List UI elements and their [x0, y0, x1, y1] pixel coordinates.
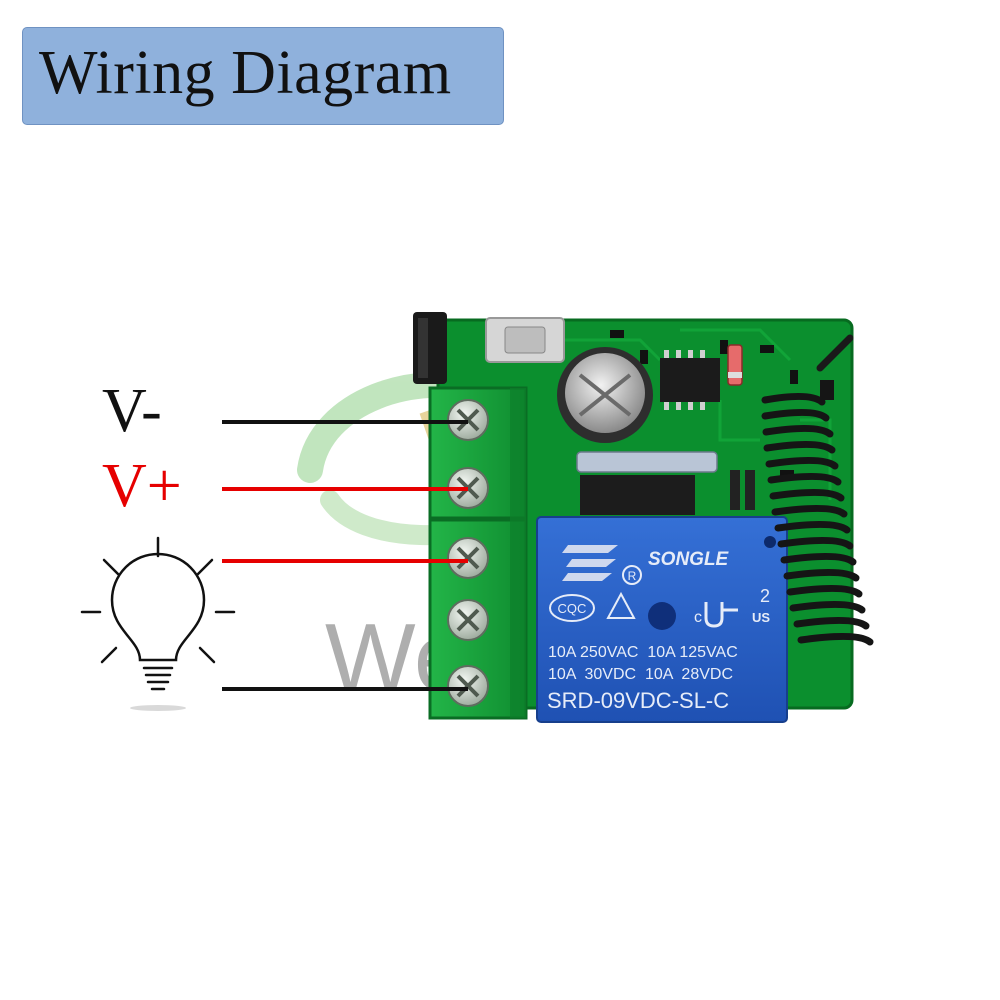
ur-mark-icon — [704, 602, 738, 628]
terminal-screw-3 — [447, 537, 489, 579]
svg-text:R: R — [628, 569, 637, 583]
relay-model: SRD-09VDC-SL-C — [547, 688, 729, 713]
relay-rating-2: 10A 30VDC 10A 28VDC — [548, 666, 733, 683]
capacitor — [557, 347, 653, 443]
diode — [727, 344, 743, 386]
label-v-minus: V- — [102, 377, 162, 445]
cqc-mark-icon — [549, 594, 595, 622]
title-banner: Wiring Diagram — [22, 27, 504, 125]
bulb-shadow — [130, 705, 186, 711]
cert-ur-num: 2 — [760, 586, 770, 606]
cert-us: US — [752, 610, 770, 625]
page-title: Wiring Diagram — [39, 39, 452, 107]
transistor — [576, 451, 718, 473]
terminal-screw-5 — [447, 665, 489, 707]
registered-icon — [622, 565, 642, 585]
cert-c: c — [694, 609, 702, 626]
label-v-plus: V+ — [102, 452, 182, 520]
warning-triangle-icon — [606, 591, 636, 619]
regulator — [580, 475, 695, 515]
relay-indicator-dot — [764, 536, 776, 548]
coiled-antenna — [761, 334, 874, 646]
pairing-button — [485, 317, 565, 363]
terminal-screw-4 — [447, 599, 489, 641]
relay: R SONGLE CQC c 2 US 10A 250VAC 10A 125VA… — [536, 516, 788, 723]
songle-logo-icon — [562, 545, 618, 581]
light-bulb-icon — [80, 536, 236, 691]
cert-cqc: CQC — [558, 601, 587, 616]
relay-brand: SONGLE — [648, 549, 730, 570]
relay-recess — [648, 602, 676, 630]
ic-chip — [660, 358, 720, 402]
antenna-clip — [413, 312, 447, 384]
relay-rating-1: 10A 250VAC 10A 125VAC — [548, 644, 738, 661]
